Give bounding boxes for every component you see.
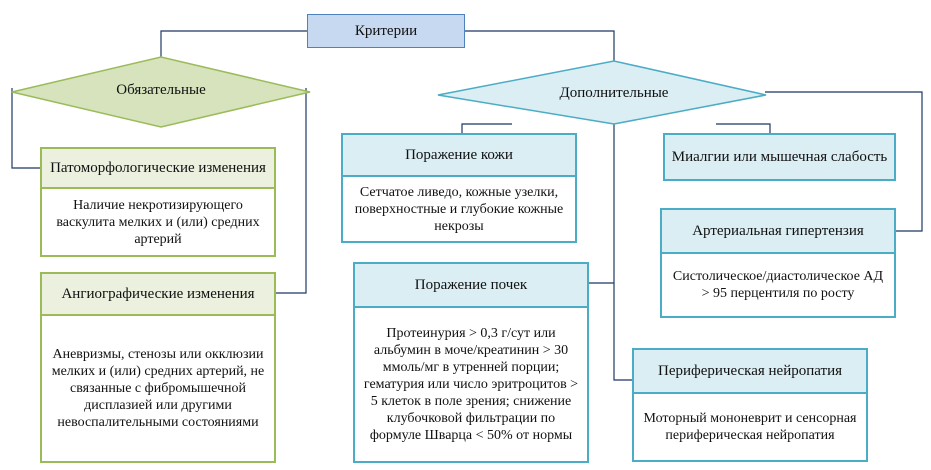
pathomorph-body-box: Наличие некротизирующего васкулита мелки… [40, 189, 276, 257]
kidney-title-box: Поражение почек [353, 262, 589, 308]
neuropathy-body-box: Моторный мононеврит и сенсорная перифери… [632, 394, 868, 462]
skin-title-box: Поражение кожи [341, 133, 577, 177]
additional-label: Дополнительные [559, 85, 669, 101]
skin-body-box: Сетчатое ливедо, кожные узелки, поверхно… [341, 177, 577, 243]
pathomorph-body: Наличие некротизирующего васкулита мелки… [56, 197, 260, 247]
kidney-title: Поражение почек [414, 277, 528, 293]
root-box: Критерии [307, 14, 465, 48]
angio-title: Ангиографические изменения [61, 286, 255, 302]
kidney-body: Протеинурия > 0,3 г/сут или альбумин в м… [363, 326, 579, 443]
hypertension-body: Систолическое/диастолическое АД > 95 пер… [672, 269, 884, 301]
angio-body: Аневризмы, стенозы или окклюзии мелких и… [51, 347, 265, 430]
neuropathy-title-box: Периферическая нейропатия [632, 348, 868, 394]
hypertension-title: Артериальная гипертензия [692, 223, 864, 239]
neuropathy-title: Периферическая нейропатия [657, 363, 842, 379]
skin-title: Поражение кожи [405, 147, 513, 163]
angio-title-box: Ангиографические изменения [40, 272, 276, 316]
hypertension-body-box: Систолическое/диастолическое АД > 95 пер… [660, 254, 896, 318]
pathomorph-title: Патоморфологические изменения [50, 160, 266, 176]
root-label: Критерии [354, 22, 418, 39]
mandatory-label: Обязательные [116, 82, 206, 98]
myalgia-title: Миалгии или мышечная слабость [671, 149, 888, 165]
angio-body-box: Аневризмы, стенозы или окклюзии мелких и… [40, 316, 276, 463]
myalgia-box: Миалгии или мышечная слабость [663, 133, 896, 181]
additional-diamond [437, 60, 767, 125]
mandatory-diamond [11, 56, 311, 128]
hypertension-title-box: Артериальная гипертензия [660, 208, 896, 254]
neuropathy-body: Моторный мононеврит и сенсорная перифери… [643, 411, 857, 443]
skin-body: Сетчатое ливедо, кожные узелки, поверхно… [354, 184, 564, 234]
pathomorph-title-box: Патоморфологические изменения [40, 147, 276, 189]
kidney-body-box: Протеинурия > 0,3 г/сут или альбумин в м… [353, 308, 589, 463]
